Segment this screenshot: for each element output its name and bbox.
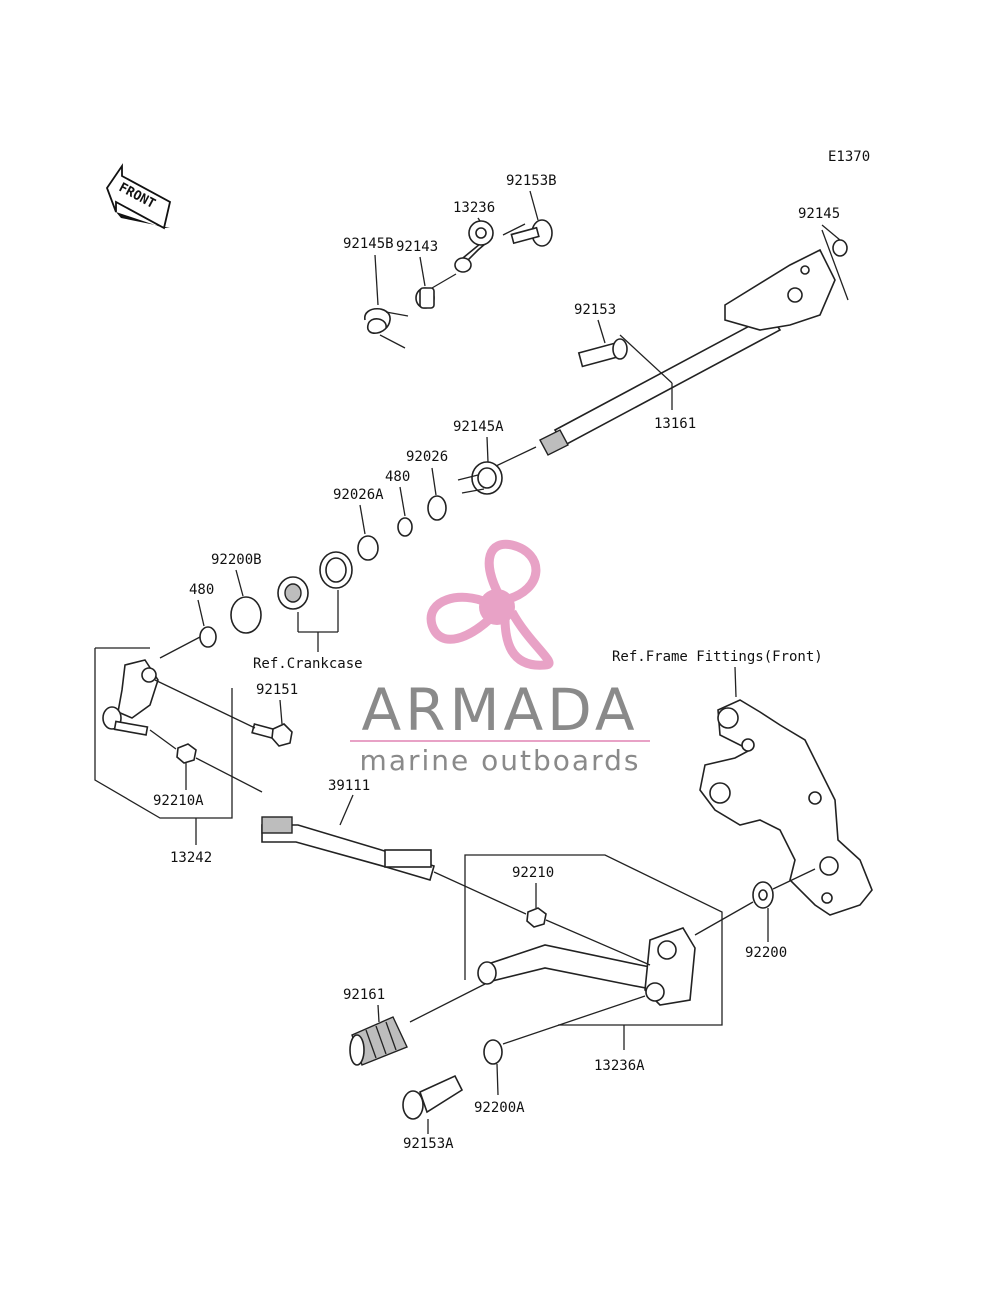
label-92145A: 92145A <box>453 419 504 435</box>
label-480-lower: 480 <box>189 582 214 598</box>
part-92200A-washer <box>483 1039 503 1065</box>
label-92145: 92145 <box>798 206 840 222</box>
propeller-icon <box>426 539 554 670</box>
bracket-13242 <box>94 647 233 845</box>
label-92200: 92200 <box>745 945 787 961</box>
part-92026-washer <box>427 495 447 521</box>
part-13236-lever <box>454 220 494 273</box>
label-13161: 13161 <box>654 416 696 432</box>
label-92210A: 92210A <box>153 793 204 809</box>
label-92161: 92161 <box>343 987 385 1003</box>
label-92026A: 92026A <box>333 487 384 503</box>
part-92161-rubber <box>349 1016 408 1066</box>
watermark-title: ARMADA <box>361 676 638 744</box>
label-ref-frame-fittings: Ref.Frame Fittings(Front) <box>612 649 823 665</box>
diagram-id: E1370 <box>828 149 870 165</box>
label-ref-crankcase: Ref.Crankcase <box>253 656 363 672</box>
propeller-hub <box>479 589 515 625</box>
label-92200B: 92200B <box>211 552 262 568</box>
watermark-subtitle: marine outboards <box>360 744 641 777</box>
label-13236: 13236 <box>453 200 495 216</box>
part-92153B-bolt <box>510 219 553 247</box>
label-39111: 39111 <box>328 778 370 794</box>
label-13242: 13242 <box>170 850 212 866</box>
assembly-centerlines <box>149 223 816 1045</box>
part-92151-bolt <box>251 723 293 747</box>
front-arrow-icon: FRONT <box>105 163 172 230</box>
part-92145A-spring <box>457 461 503 495</box>
part-92143-collar <box>415 287 435 309</box>
part-13161-shift-shaft <box>539 248 836 456</box>
label-92143: 92143 <box>396 239 438 255</box>
label-92210: 92210 <box>512 865 554 881</box>
part-92026A-washer <box>357 535 379 561</box>
label-480-upper: 480 <box>385 469 410 485</box>
part-92153-bolt <box>577 338 628 368</box>
part-13242-link-assembly <box>102 659 159 736</box>
label-92026: 92026 <box>406 449 448 465</box>
label-92153B: 92153B <box>506 173 557 189</box>
crankcase-bracket <box>297 590 339 652</box>
part-bearing <box>277 551 353 610</box>
part-480-circlip-upper <box>397 517 413 537</box>
bracket-13236A <box>464 854 723 1050</box>
part-480-circlip-lower <box>199 626 217 648</box>
part-13236A-shift-pedal <box>477 927 696 1006</box>
part-39111-tie-rod <box>261 816 435 881</box>
part-92153A-bolt <box>402 1074 464 1120</box>
watermark-logo: ARMADA marine outboards <box>350 539 650 777</box>
part-92145B-spring <box>364 307 409 349</box>
part-labels: 92153B 13236 92143 92145B 92145 92153 13… <box>153 173 840 1152</box>
label-92153: 92153 <box>574 302 616 318</box>
frame-fitting <box>699 699 873 916</box>
part-92210-nut <box>526 907 547 928</box>
part-92200-washer <box>752 881 774 909</box>
label-92200A: 92200A <box>474 1100 525 1116</box>
part-92200B-washer <box>230 596 262 634</box>
label-13236A: 13236A <box>594 1058 645 1074</box>
label-92145B: 92145B <box>343 236 394 252</box>
label-92151: 92151 <box>256 682 298 698</box>
part-92210A-nut <box>176 743 197 764</box>
label-92153A: 92153A <box>403 1136 454 1152</box>
